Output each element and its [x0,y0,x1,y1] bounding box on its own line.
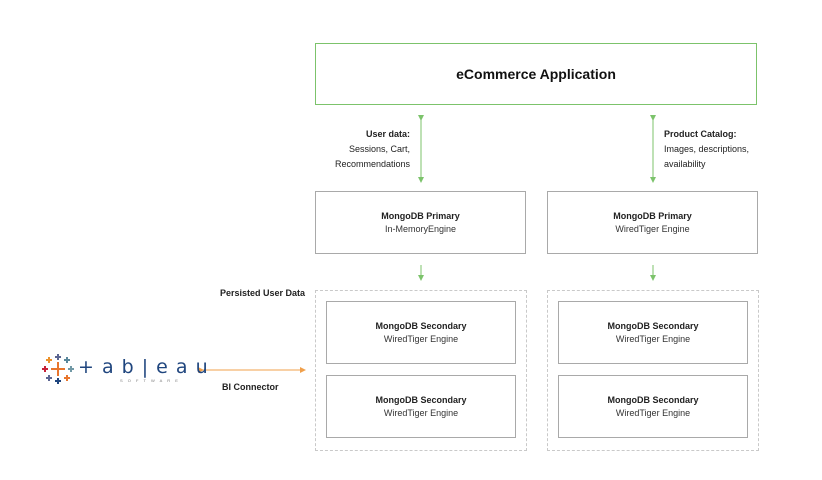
node-engine: WiredTiger Engine [615,223,690,234]
user-data-line-2: Recommendations [334,159,410,169]
tableau-cross-icon [42,354,74,384]
node-title: MongoDB Primary [381,210,460,221]
app-title: eCommerce Application [456,66,616,82]
replica-set-group-left [315,290,527,451]
node-title: MongoDB Secondary [375,320,467,331]
secondary-node-left-2: MongoDB Secondary WiredTiger Engine [326,375,516,438]
node-engine: WiredTiger Engine [383,333,459,344]
catalog-line-1: Images, descriptions, [664,144,750,154]
node-title: MongoDB Secondary [375,394,467,405]
node-title: MongoDB Secondary [607,320,699,331]
secondary-node-right-1: MongoDB Secondary WiredTiger Engine [558,301,748,364]
tableau-software-text: S O F T W A R E [120,378,180,383]
secondary-node-right-2: MongoDB Secondary WiredTiger Engine [558,375,748,438]
node-engine: WiredTiger Engine [383,407,459,418]
user-data-line-1: Sessions, Cart, [348,144,410,154]
tableau-logo: + a b | e a u S O F T W A R E [40,353,208,387]
secondary-node-left-1: MongoDB Secondary WiredTiger Engine [326,301,516,364]
bi-connector-label: BI Connector [222,382,279,392]
replica-set-group-right [547,290,759,451]
product-catalog-label: Product Catalog: Images, descriptions, a… [664,127,774,172]
catalog-line-2: availability [664,159,706,169]
catalog-heading: Product Catalog: [664,129,737,139]
primary-node-right: MongoDB Primary WiredTiger Engine [547,191,758,254]
persisted-user-data-label: Persisted User Data [219,288,305,298]
primary-node-left: MongoDB Primary In-MemoryEngine [315,191,526,254]
node-engine: In-MemoryEngine [384,223,457,234]
user-data-label: User data: Sessions, Cart, Recommendatio… [300,127,410,172]
node-engine: WiredTiger Engine [615,333,691,344]
node-title: MongoDB Primary [613,210,692,221]
node-title: MongoDB Secondary [607,394,699,405]
tableau-wordmark: + a b | e a u [78,356,209,378]
ecommerce-application-box: eCommerce Application [315,43,757,105]
user-data-heading: User data: [365,129,410,139]
node-engine: WiredTiger Engine [615,407,691,418]
